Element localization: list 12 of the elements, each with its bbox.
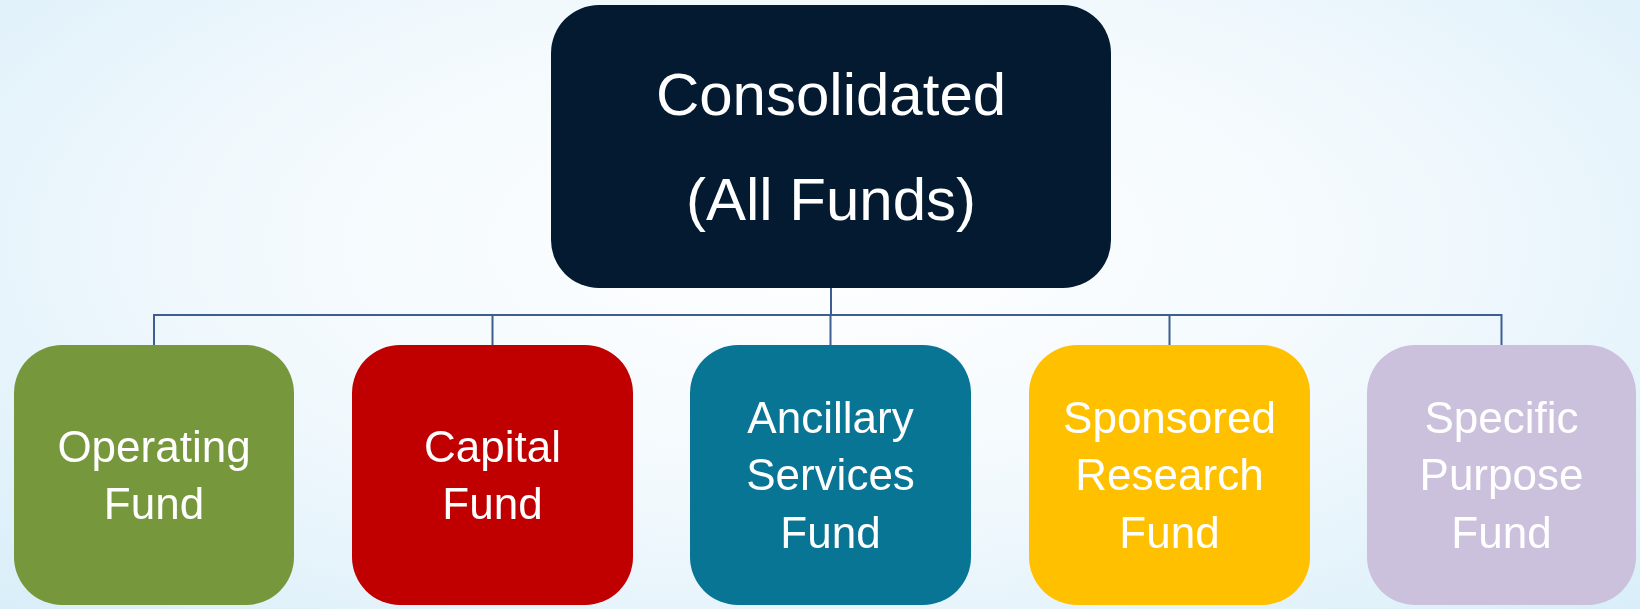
fund-label: Operating Fund — [56, 420, 252, 530]
fund-box — [1029, 345, 1310, 605]
fund-label: Ancillary Services Fund — [745, 392, 916, 559]
fund-label: Capital Fund — [423, 420, 562, 530]
fund-box — [690, 345, 971, 605]
fund-box — [14, 345, 294, 605]
fund-label: Sponsored Research Fund — [1062, 392, 1277, 559]
root-label: Consolidated (All Funds) — [654, 59, 1008, 235]
root-box — [551, 5, 1111, 288]
fund-box — [352, 345, 633, 605]
fund-box — [1367, 345, 1636, 605]
fund-label: Specific Purpose Fund — [1418, 392, 1585, 559]
